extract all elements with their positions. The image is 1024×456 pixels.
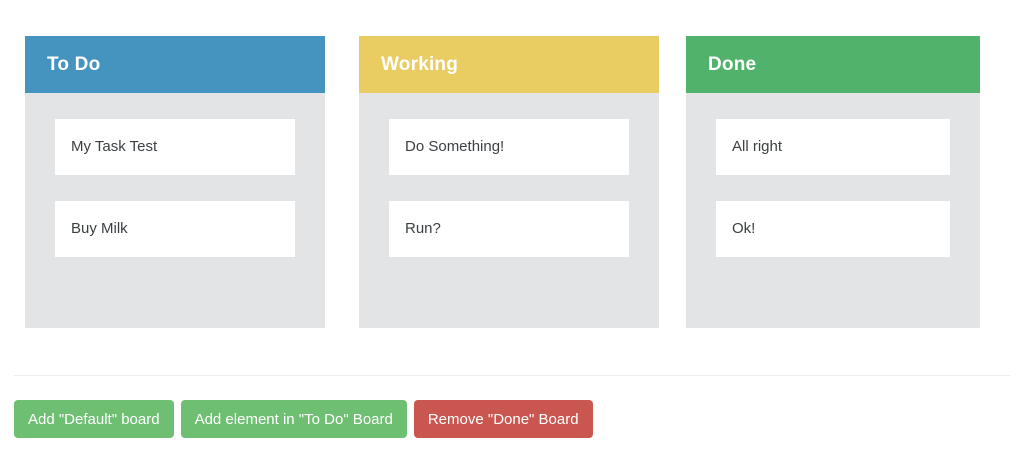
task-card-label: All right xyxy=(732,138,783,155)
board-column-done[interactable]: Done All right Ok! xyxy=(686,36,980,328)
board-column-working[interactable]: Working Do Something! Run? xyxy=(359,36,659,328)
remove-done-board-button[interactable]: Remove "Done" Board xyxy=(413,400,593,438)
task-card[interactable]: All right xyxy=(716,119,950,175)
section-divider xyxy=(14,375,1010,376)
task-card-label: Run? xyxy=(405,220,441,237)
add-default-board-button[interactable]: Add "Default" board xyxy=(14,400,174,438)
board-body-done: All right Ok! xyxy=(686,93,980,257)
board-header-working: Working xyxy=(359,36,659,93)
task-card-label: Buy Milk xyxy=(71,220,128,237)
board-column-todo[interactable]: To Do My Task Test Buy Milk xyxy=(25,36,325,328)
task-card-label: My Task Test xyxy=(71,138,158,155)
kanban-board: To Do My Task Test Buy Milk Working Do S… xyxy=(25,36,980,328)
task-card-label: Ok! xyxy=(732,220,756,237)
board-title-done: Done xyxy=(708,54,757,75)
board-title-todo: To Do xyxy=(47,54,101,75)
task-card[interactable]: Ok! xyxy=(716,201,950,257)
board-title-working: Working xyxy=(381,54,459,75)
add-element-todo-button[interactable]: Add element in "To Do" Board xyxy=(180,400,407,438)
actions-toolbar: Add "Default" board Add element in "To D… xyxy=(14,400,600,438)
board-header-done: Done xyxy=(686,36,980,93)
task-card[interactable]: Buy Milk xyxy=(55,201,295,257)
task-card[interactable]: Run? xyxy=(389,201,629,257)
task-card[interactable]: My Task Test xyxy=(55,119,295,175)
board-body-todo: My Task Test Buy Milk xyxy=(25,93,325,257)
task-card[interactable]: Do Something! xyxy=(389,119,629,175)
task-card-label: Do Something! xyxy=(405,138,505,155)
board-body-working: Do Something! Run? xyxy=(359,93,659,257)
board-header-todo: To Do xyxy=(25,36,325,93)
